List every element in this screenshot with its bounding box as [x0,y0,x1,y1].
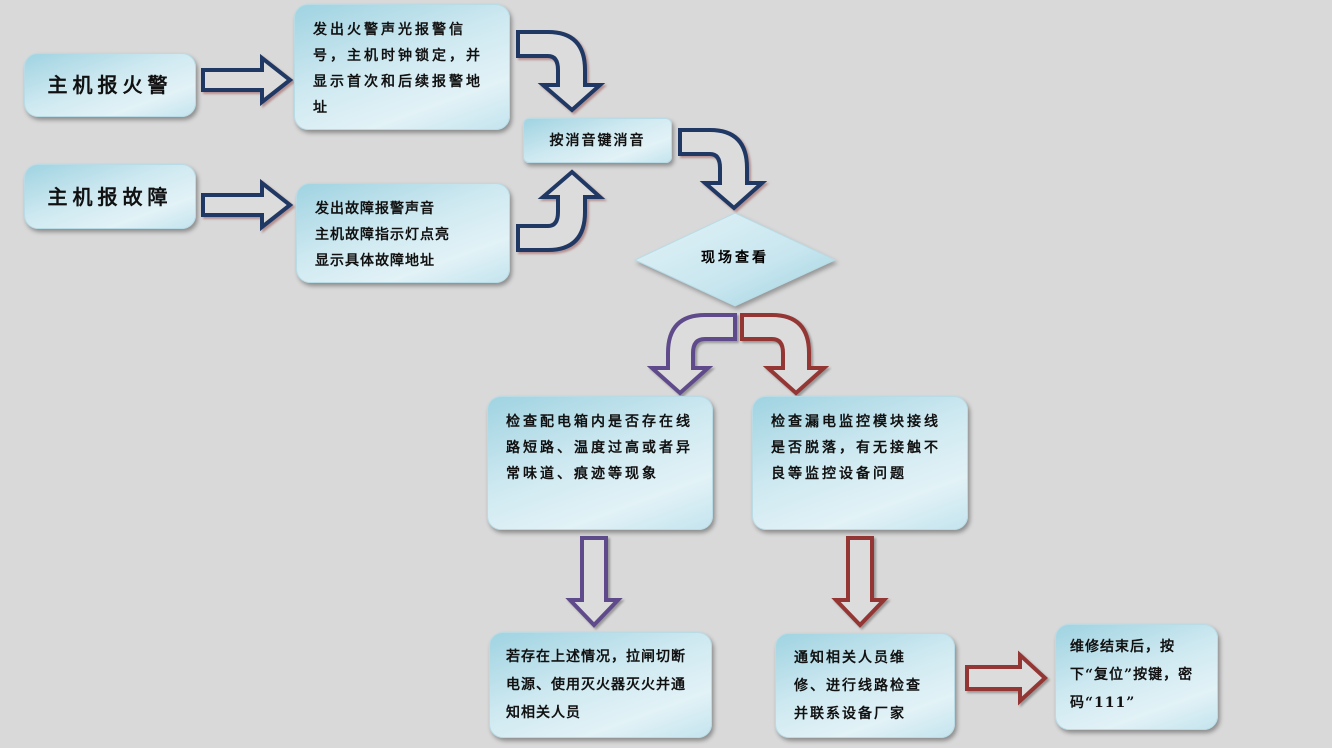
node-cut-power: 若存在上述情况，拉闸切断电源、使用灭火器灭火并通知相关人员 [489,632,712,738]
node-silence: 按消音键消音 [523,118,672,163]
fault-line-2: 主机故障指示灯点亮 [315,227,450,243]
node-inspect-label: 现场查看 [701,250,769,266]
arrow-curve-inspect-to-module [740,313,830,396]
node-reset-label: 维修结束后，按下“复位”按键，密码“111” [1070,639,1194,711]
arrow-down-box [565,536,623,628]
inspect-diamond [633,212,837,307]
node-host-fire: 主机报火警 [24,53,196,117]
node-check-module: 检查漏电监控模块接线是否脱落，有无接触不良等监控设备问题 [752,396,968,530]
arrow-curve-inspect-to-box [646,313,737,396]
fault-line-3: 显示具体故障地址 [315,253,435,269]
node-host-fault-label: 主机报故障 [47,184,173,209]
node-check-module-label: 检查漏电监控模块接线是否脱落，有无接触不良等监控设备问题 [771,414,941,482]
node-reset: 维修结束后，按下“复位”按键，密码“111” [1055,624,1218,730]
node-check-box-label: 检查配电箱内是否存在线路短路、温度过高或者异常味道、痕迹等现象 [506,414,693,482]
node-cut-power-label: 若存在上述情况，拉闸切断电源、使用灭火器灭火并通知相关人员 [506,649,686,721]
node-notify-repair: 通知相关人员维修、进行线路检查并联系设备厂家 [775,633,955,738]
arrow-curve-fire-to-silence [516,30,606,113]
node-fire-actions: 发出火警声光报警信号，主机时钟锁定，并显示首次和后续报警地址 [294,4,510,130]
arrow-right-fire [201,53,294,107]
arrow-right-repair [965,650,1048,706]
arrow-curve-silence-to-inspect [678,128,768,211]
node-fire-actions-label: 发出火警声光报警信号，主机时钟锁定，并显示首次和后续报警地址 [313,22,483,116]
fault-line-1: 发出故障报警声音 [315,201,435,217]
node-fault-actions: 发出故障报警声音 主机故障指示灯点亮 显示具体故障地址 [296,183,510,283]
arrow-curve-fault-to-silence [516,169,606,252]
arrow-down-module [831,536,889,628]
arrow-right-fault [201,178,294,232]
node-host-fire-label: 主机报火警 [47,73,173,97]
node-silence-label: 按消音键消音 [549,132,646,149]
node-host-fault: 主机报故障 [24,164,196,229]
node-notify-repair-label: 通知相关人员维修、进行线路检查并联系设备厂家 [794,650,922,722]
node-check-box: 检查配电箱内是否存在线路短路、温度过高或者异常味道、痕迹等现象 [487,396,713,530]
